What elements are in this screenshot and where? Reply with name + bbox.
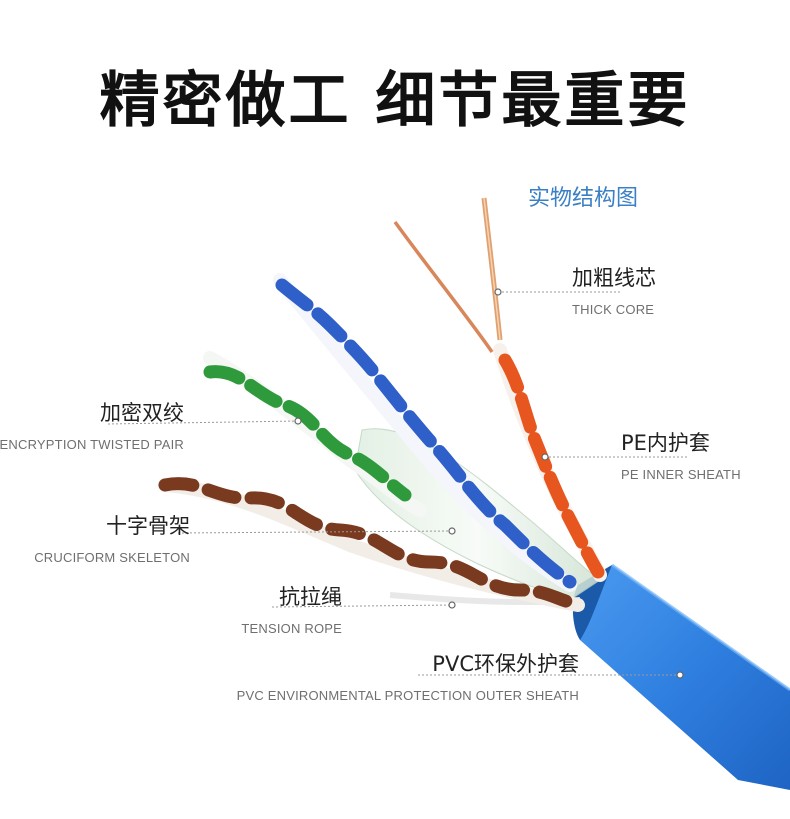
label-pvc-outer-sheath: PVC环保外护套 PVC ENVIRONMENTAL PROTECTION OU… [237,648,579,703]
label-tension-rope-en: TENSION ROPE [241,621,342,636]
headline: 精密做工 细节最重要 [99,66,691,136]
structure-subtitle: 实物结构图 [528,186,639,211]
label-pe-inner-sheath-en: PE INNER SHEATH [621,467,741,482]
label-tension-rope-cn: 抗拉绳 [279,585,342,609]
copper-core [393,197,503,353]
label-pe-inner-sheath-cn: PE内护套 [621,431,710,455]
label-cruciform-skeleton-cn: 十字骨架 [106,514,190,538]
leader-dots [294,288,684,679]
label-pvc-outer-sheath-cn: PVC环保外护套 [432,652,579,676]
label-twisted-pair-en: ENCRYPTION TWISTED PAIR [0,437,184,452]
label-tension-rope: 抗拉绳 TENSION ROPE [241,581,342,636]
label-twisted-pair: 加密双绞 ENCRYPTION TWISTED PAIR [0,397,184,452]
orange-twisted-pair [493,343,607,582]
label-thick-core-en: THICK CORE [572,302,655,317]
label-cruciform-skeleton-en: CRUCIFORM SKELETON [34,550,190,565]
blue-twisted-pair [273,273,577,592]
label-thick-core: 加粗线芯 THICK CORE [572,262,656,317]
label-thick-core-cn: 加粗线芯 [572,266,656,290]
leader-lines [107,291,688,676]
pvc-outer-jacket [572,563,790,790]
label-pe-inner-sheath: PE内护套 PE INNER SHEATH [621,427,741,482]
green-twisted-pair [203,351,427,517]
brown-twisted-pair [158,477,585,612]
label-pvc-outer-sheath-en: PVC ENVIRONMENTAL PROTECTION OUTER SHEAT… [236,688,579,703]
label-twisted-pair-cn: 加密双绞 [100,401,184,425]
label-cruciform-skeleton: 十字骨架 CRUCIFORM SKELETON [34,510,190,565]
